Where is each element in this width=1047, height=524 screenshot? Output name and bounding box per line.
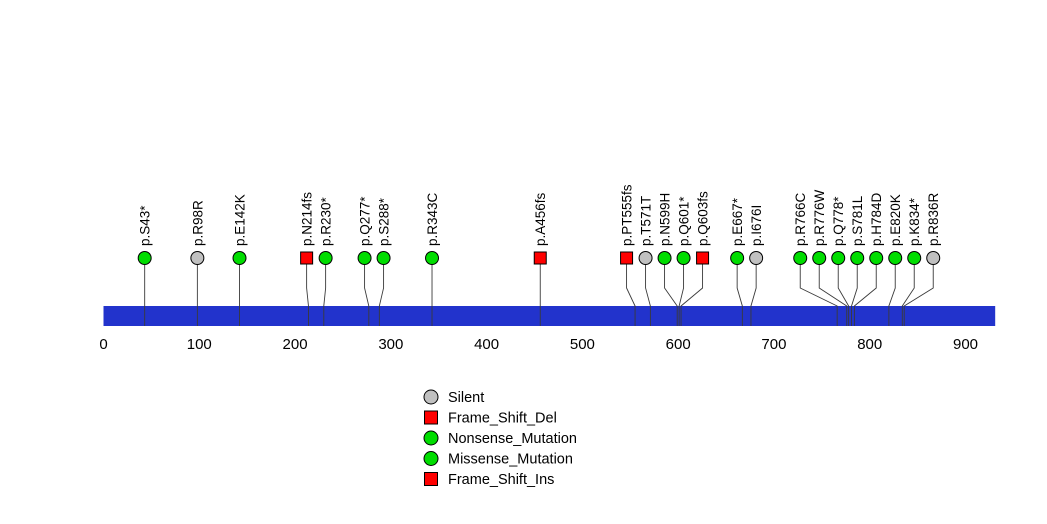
- lollipop-stem: [888, 264, 896, 326]
- axis-tick-label: 100: [187, 336, 212, 353]
- mutation-label: p.E667*: [730, 197, 745, 246]
- mutation-label: p.I676I: [749, 205, 764, 246]
- mutation-marker-nonsense_mutation: [137, 251, 152, 265]
- mutation-label: p.H784D: [869, 192, 884, 246]
- legend-marker-silent: [423, 389, 439, 405]
- lollipop-stem: [837, 264, 850, 326]
- legend-label: Frame_Shift_Ins: [448, 472, 554, 488]
- mutation-marker-missense_mutation: [232, 251, 247, 265]
- mutation-label: p.R343C: [425, 192, 440, 246]
- lollipop-stem: [750, 264, 757, 326]
- mutation-label: p.N214fs: [300, 192, 315, 246]
- lollipop-stem: [853, 264, 877, 326]
- mutation-marker-nonsense_mutation: [318, 251, 333, 265]
- lollipop-stem: [323, 264, 327, 326]
- lollipop-stem: [645, 264, 651, 326]
- mutation-label: p.R98R: [190, 200, 205, 246]
- lollipop-stem: [664, 264, 678, 326]
- mutation-label: p.E820K: [888, 194, 903, 246]
- mutation-label: p.E142K: [233, 194, 248, 246]
- lollipop-stem: [378, 264, 385, 326]
- lollipop-stem: [818, 264, 848, 326]
- mutation-marker-nonsense_mutation: [907, 251, 922, 265]
- mutation-marker-silent: [638, 251, 653, 265]
- legend-label: Missense_Mutation: [448, 452, 573, 468]
- axis-tick-label: 800: [857, 336, 882, 353]
- mutation-label: p.Q778*: [831, 196, 846, 246]
- mutation-marker-missense_mutation: [425, 251, 440, 265]
- mutation-marker-silent: [190, 251, 205, 265]
- mutation-label: p.Q277*: [358, 196, 373, 246]
- mutation-marker-nonsense_mutation: [376, 251, 391, 265]
- lollipop-stem: [678, 264, 685, 326]
- legend-marker-frame_shift_ins: [424, 472, 438, 486]
- mutation-marker-nonsense_mutation: [831, 251, 846, 265]
- legend-label: Frame_Shift_Del: [448, 411, 557, 427]
- mutation-label: p.S781L: [850, 195, 865, 246]
- mutation-marker-nonsense_mutation: [676, 251, 691, 265]
- axis-tick-label: 500: [570, 336, 595, 353]
- mutation-label: p.Q603fs: [696, 191, 711, 246]
- axis-tick-label: 600: [666, 336, 691, 353]
- mutation-label: p.S43*: [138, 205, 153, 246]
- mutation-marker-frame_shift: [620, 251, 634, 265]
- lollipop-stem: [736, 264, 743, 326]
- mutation-marker-missense_mutation: [850, 251, 865, 265]
- mutation-marker-missense_mutation: [657, 251, 672, 265]
- lollipop-stem: [626, 264, 636, 326]
- axis-tick-label: 300: [378, 336, 403, 353]
- lollipop-stem: [851, 264, 858, 326]
- axis-tick-label: 700: [761, 336, 786, 353]
- mutation-label: p.S288*: [377, 197, 392, 246]
- lollipop-stem: [799, 264, 838, 326]
- lollipop-stem: [903, 264, 934, 326]
- lollipop-stem: [680, 264, 704, 326]
- axis-tick-label: 400: [474, 336, 499, 353]
- mutation-marker-frame_shift: [300, 251, 314, 265]
- mutation-label: p.R836R: [926, 192, 941, 246]
- mutation-marker-silent: [926, 251, 941, 265]
- axis-tick-label: 900: [953, 336, 978, 353]
- mutation-marker-missense_mutation: [888, 251, 903, 265]
- mutation-label: p.K834*: [907, 197, 922, 246]
- lollipop-stem: [306, 264, 309, 326]
- legend-marker-nonsense_mutation: [423, 430, 439, 446]
- mutation-label: p.N599H: [658, 193, 673, 246]
- mutation-marker-silent: [749, 251, 764, 265]
- mutation-label: p.R230*: [319, 196, 334, 246]
- legend-label: Nonsense_Mutation: [448, 431, 577, 447]
- mutation-label: p.R776W: [812, 189, 827, 246]
- mutation-label: p.Q601*: [677, 196, 692, 246]
- mutation-marker-frame_shift: [696, 251, 710, 265]
- legend-marker-frame_shift_del: [424, 410, 438, 425]
- mutation-label: p.T571T: [639, 196, 654, 246]
- lollipop-stem: [364, 264, 370, 326]
- mutation-marker-missense_mutation: [869, 251, 884, 265]
- mutation-marker-missense_mutation: [812, 251, 827, 265]
- mutation-label: p.PT555fs: [620, 184, 635, 246]
- axis-tick-label: 0: [99, 336, 107, 353]
- mutation-label: p.R766C: [793, 192, 808, 246]
- protein-bar: [103, 306, 996, 326]
- legend-label: Silent: [448, 390, 484, 406]
- mutation-label: p.A456fs: [533, 192, 548, 246]
- mutation-marker-missense_mutation: [793, 251, 808, 265]
- lollipop-stem: [901, 264, 915, 326]
- legend-marker-missense_mutation: [423, 451, 439, 466]
- mutation-marker-frame_shift: [533, 251, 547, 265]
- axis-tick-label: 200: [283, 336, 308, 353]
- mutation-marker-nonsense_mutation: [730, 251, 745, 265]
- mutation-marker-nonsense_mutation: [357, 251, 372, 265]
